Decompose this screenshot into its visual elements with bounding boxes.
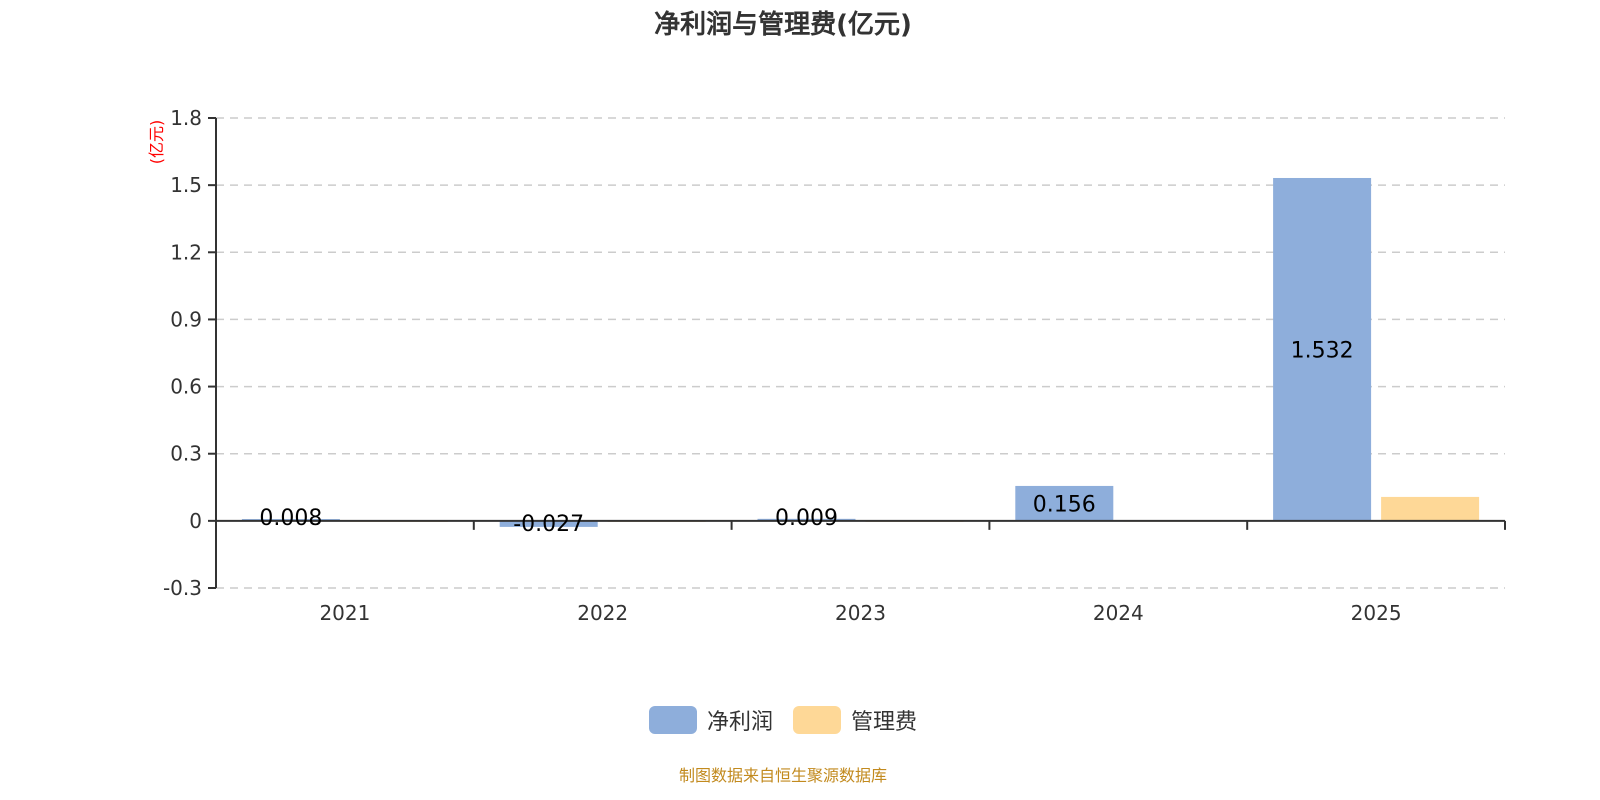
- data-source-note: 制图数据来自恒生聚源数据库: [678, 766, 887, 785]
- x-tick-label: 2022: [577, 601, 628, 625]
- data-labels: 0.008 -0.027 0.009 0.156 1.532: [259, 338, 1353, 536]
- y-tick-label: 0.9: [170, 307, 202, 331]
- legend-label-net-profit: 净利润: [706, 710, 773, 735]
- legend-swatch-admin-expense: [793, 706, 841, 734]
- y-tick-label: 0.3: [170, 442, 202, 466]
- data-label-2021: 0.008: [259, 506, 322, 531]
- x-tick-label: 2021: [319, 601, 370, 625]
- bar-chart: 1.8 1.5 1.2 0.9 0.6 0.3 0 -0.3 2021 2022 2023 2024 2…: [147, 106, 1506, 625]
- y-tick-label: 1.8: [170, 106, 202, 130]
- bar-net-profit-2024: [1015, 485, 1114, 521]
- bar-net-profit-2025: [1273, 177, 1372, 521]
- y-tick-label: 1.2: [170, 240, 202, 264]
- y-tick-label: -0.3: [163, 576, 202, 600]
- y-tick-label: 0.6: [170, 375, 202, 399]
- x-tick-label: 2024: [1093, 601, 1144, 625]
- x-tick-label: 2025: [1351, 601, 1402, 625]
- data-label-2023: 0.009: [775, 506, 838, 531]
- x-tick-label: 2023: [835, 601, 886, 625]
- bar-net-profit-2023: [757, 518, 856, 521]
- legend-item-net-profit[interactable]: 净利润: [648, 704, 773, 736]
- bars: [241, 177, 1480, 527]
- legend-item-admin-expense[interactable]: 管理费: [793, 704, 917, 736]
- data-label-2025: 1.532: [1291, 338, 1354, 363]
- axes: 1.8 1.5 1.2 0.9 0.6 0.3 0 -0.3 2021 2022 2023 2024 2…: [163, 106, 1506, 625]
- bar-net-profit-2022: [499, 520, 598, 527]
- chart-title: 净利润与管理费(亿元): [654, 10, 912, 40]
- y-axis-unit-label: (亿元): [147, 120, 166, 165]
- legend-label-admin-expense: 管理费: [851, 710, 918, 735]
- legend: 净利润 管理费: [0, 704, 1566, 736]
- data-label-2024: 0.156: [1033, 492, 1096, 517]
- y-tick-label: 1.5: [170, 173, 202, 197]
- bar-admin-expense-2025: [1381, 496, 1480, 521]
- grid-lines: [216, 117, 1505, 589]
- data-label-2022: -0.027: [513, 512, 584, 537]
- legend-swatch-net-profit: [648, 706, 697, 734]
- y-tick-label: 0: [189, 509, 202, 533]
